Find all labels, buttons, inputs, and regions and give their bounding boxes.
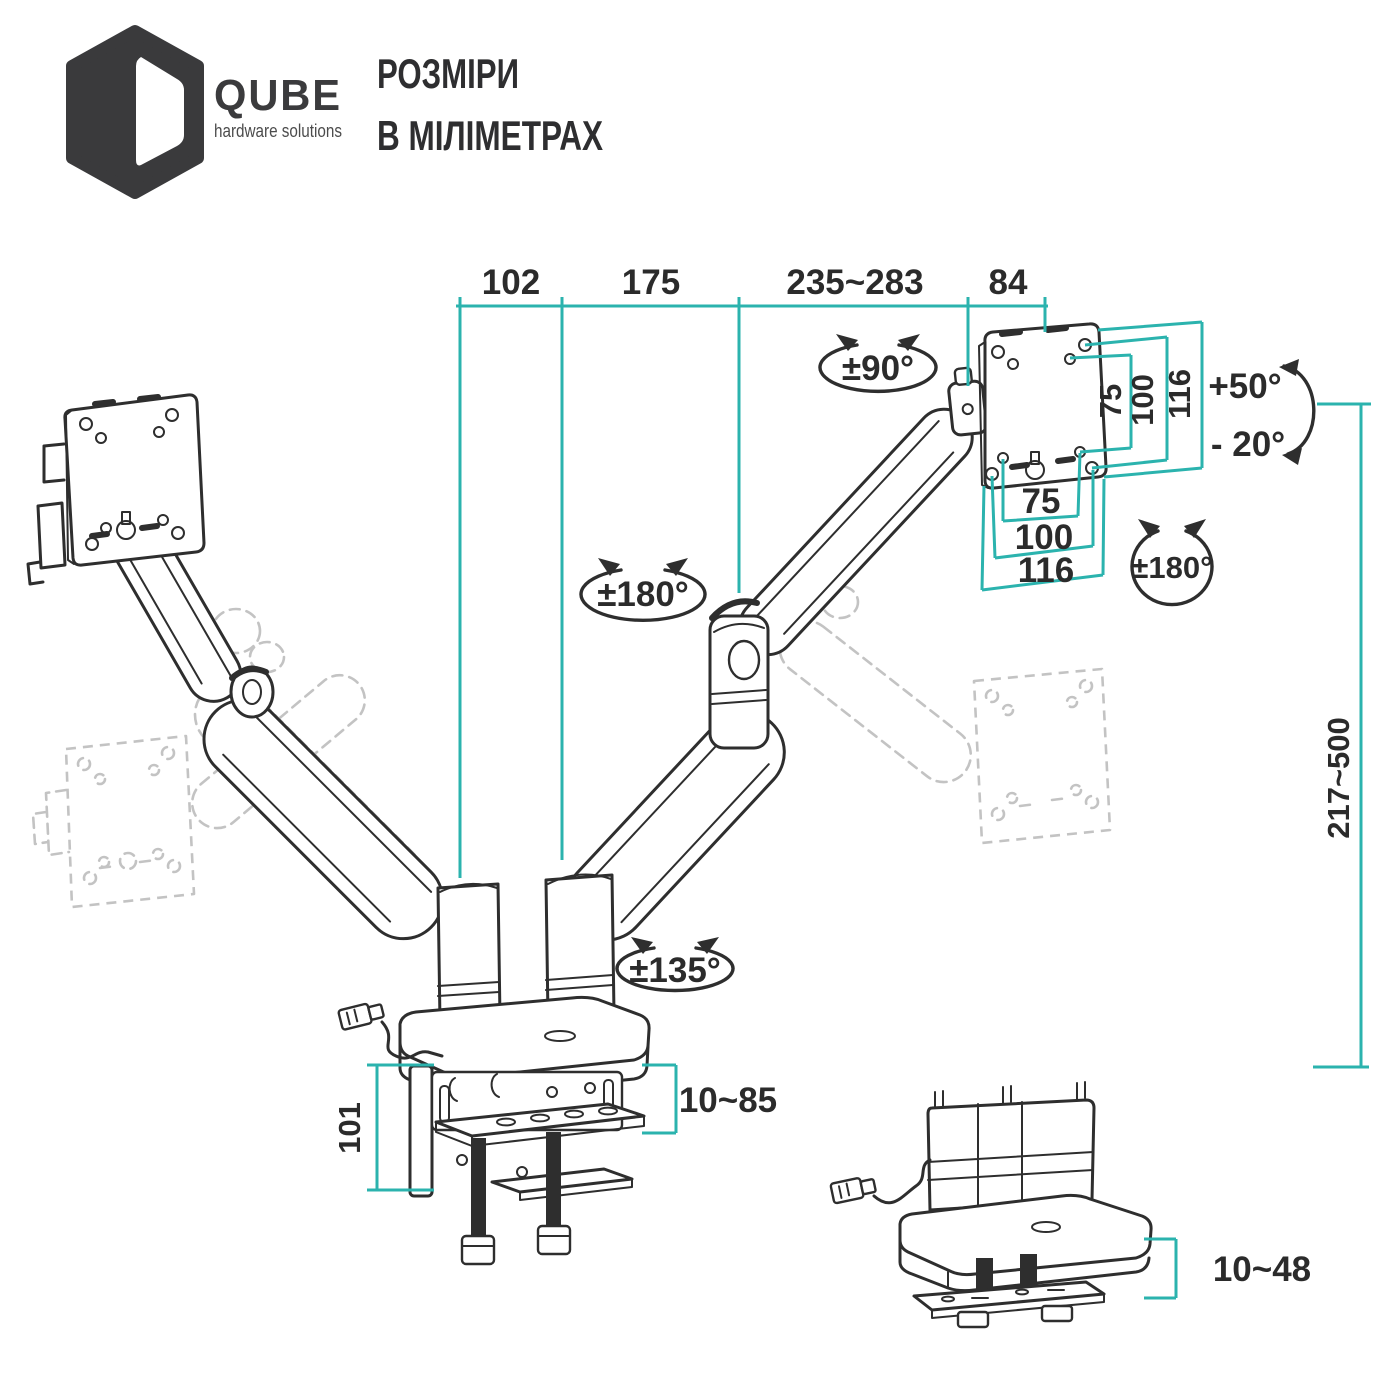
dimension-lines (367, 297, 1371, 1300)
left-lower-arm-housing (202, 665, 445, 941)
clamp-bolt-left (471, 1138, 486, 1238)
dim-175-label: 175 (622, 263, 680, 302)
clamp-knob-left (460, 1234, 496, 1266)
dim-235-283-label: 235~283 (786, 263, 923, 302)
rotate-90-label: ±90° (842, 349, 914, 388)
left-vesa-plate (26, 393, 206, 586)
vesa-side-116-label: 116 (1162, 369, 1197, 419)
brand-logo: QUBE hardware solutions (66, 25, 342, 199)
left-plate-keyhole (116, 520, 136, 540)
clamp-bolt-right (546, 1132, 561, 1230)
right-elbow-cable-clip (709, 598, 760, 621)
grommet-mount-detail (829, 1081, 1153, 1329)
vesa-bottom-116-label: 116 (1018, 551, 1074, 590)
rotate-90-arrow (818, 343, 938, 394)
head-180-label: ±180° (1131, 550, 1212, 585)
elbow-180-label: ±180° (597, 575, 689, 614)
right-plate-keyhole (1025, 460, 1045, 480)
grommet-bolt-right (1020, 1254, 1037, 1294)
dim-vesa-bottom-75 (1001, 452, 1082, 523)
grommet-range-label: 10~48 (1213, 1250, 1311, 1289)
dim-vesa-bottom-116 (980, 478, 1106, 592)
base-135-label: ±135° (629, 951, 721, 990)
tilt-up-label: +50° (1208, 367, 1281, 406)
title-line1: РОЗМІРИ (377, 50, 519, 97)
dim-height-range (1313, 402, 1371, 1069)
tilt-down-label: - 20° (1211, 425, 1285, 464)
vesa-bottom-100-label: 100 (1015, 518, 1073, 557)
brand-tagline: hardware solutions (214, 121, 342, 141)
clamp-101-label: 101 (332, 1102, 367, 1154)
desk-clamp (408, 1064, 646, 1266)
brand-name: QUBE (214, 71, 342, 120)
dim-clamp-range (642, 1063, 678, 1135)
vesa-bottom-75-label: 75 (1022, 482, 1061, 521)
vesa-side-75-label: 75 (1093, 384, 1128, 418)
dim-clamp-101 (367, 1063, 434, 1192)
base-cable-hole (544, 1030, 576, 1042)
tilt-arrow (1282, 364, 1316, 456)
clamp-range-label: 10~85 (679, 1081, 777, 1120)
dim-grommet-range (1144, 1237, 1178, 1300)
grommet-column (926, 1098, 1096, 1212)
vesa-side-100-label: 100 (1125, 374, 1160, 426)
height-range-label: 217~500 (1321, 717, 1356, 839)
head-180-arrow (1130, 529, 1214, 607)
title-line2: В МІЛІМЕТРАХ (377, 112, 603, 159)
clamp-knob-right (536, 1224, 572, 1256)
usb-cable-detail (872, 1158, 932, 1205)
angle-arrows (579, 334, 1316, 993)
dim-vesa-side-116 (1097, 320, 1204, 479)
page-title: РОЗМІРИ В МІЛІМЕТРАХ (377, 50, 603, 159)
dim-102-label: 102 (482, 263, 540, 302)
grommet-base (898, 1193, 1153, 1277)
cube-door-panel (136, 57, 184, 166)
right-elbow-column (708, 598, 770, 750)
dim-84-label: 84 (989, 263, 1028, 302)
dimension-labels: 102 175 235~283 84 75 100 116 75 100 116… (332, 263, 1356, 1289)
base-135-arrow (615, 946, 735, 993)
dim-vesa-side-75 (1069, 353, 1133, 454)
dim-vesa-side-100 (1084, 335, 1169, 470)
left-elbow-cable-clip (229, 666, 269, 681)
ghost-right-arm-position (778, 584, 1112, 845)
right-elbow-cap (727, 639, 761, 681)
right-vesa-plate (978, 322, 1108, 490)
center-risers (436, 873, 616, 1024)
elbow-180-arrow (579, 568, 707, 622)
grommet-bolt-left (976, 1258, 993, 1298)
dim-vesa-bottom-100 (990, 470, 1095, 560)
usb-cable-main (337, 1002, 444, 1060)
cube-hexagon-icon (66, 25, 204, 199)
